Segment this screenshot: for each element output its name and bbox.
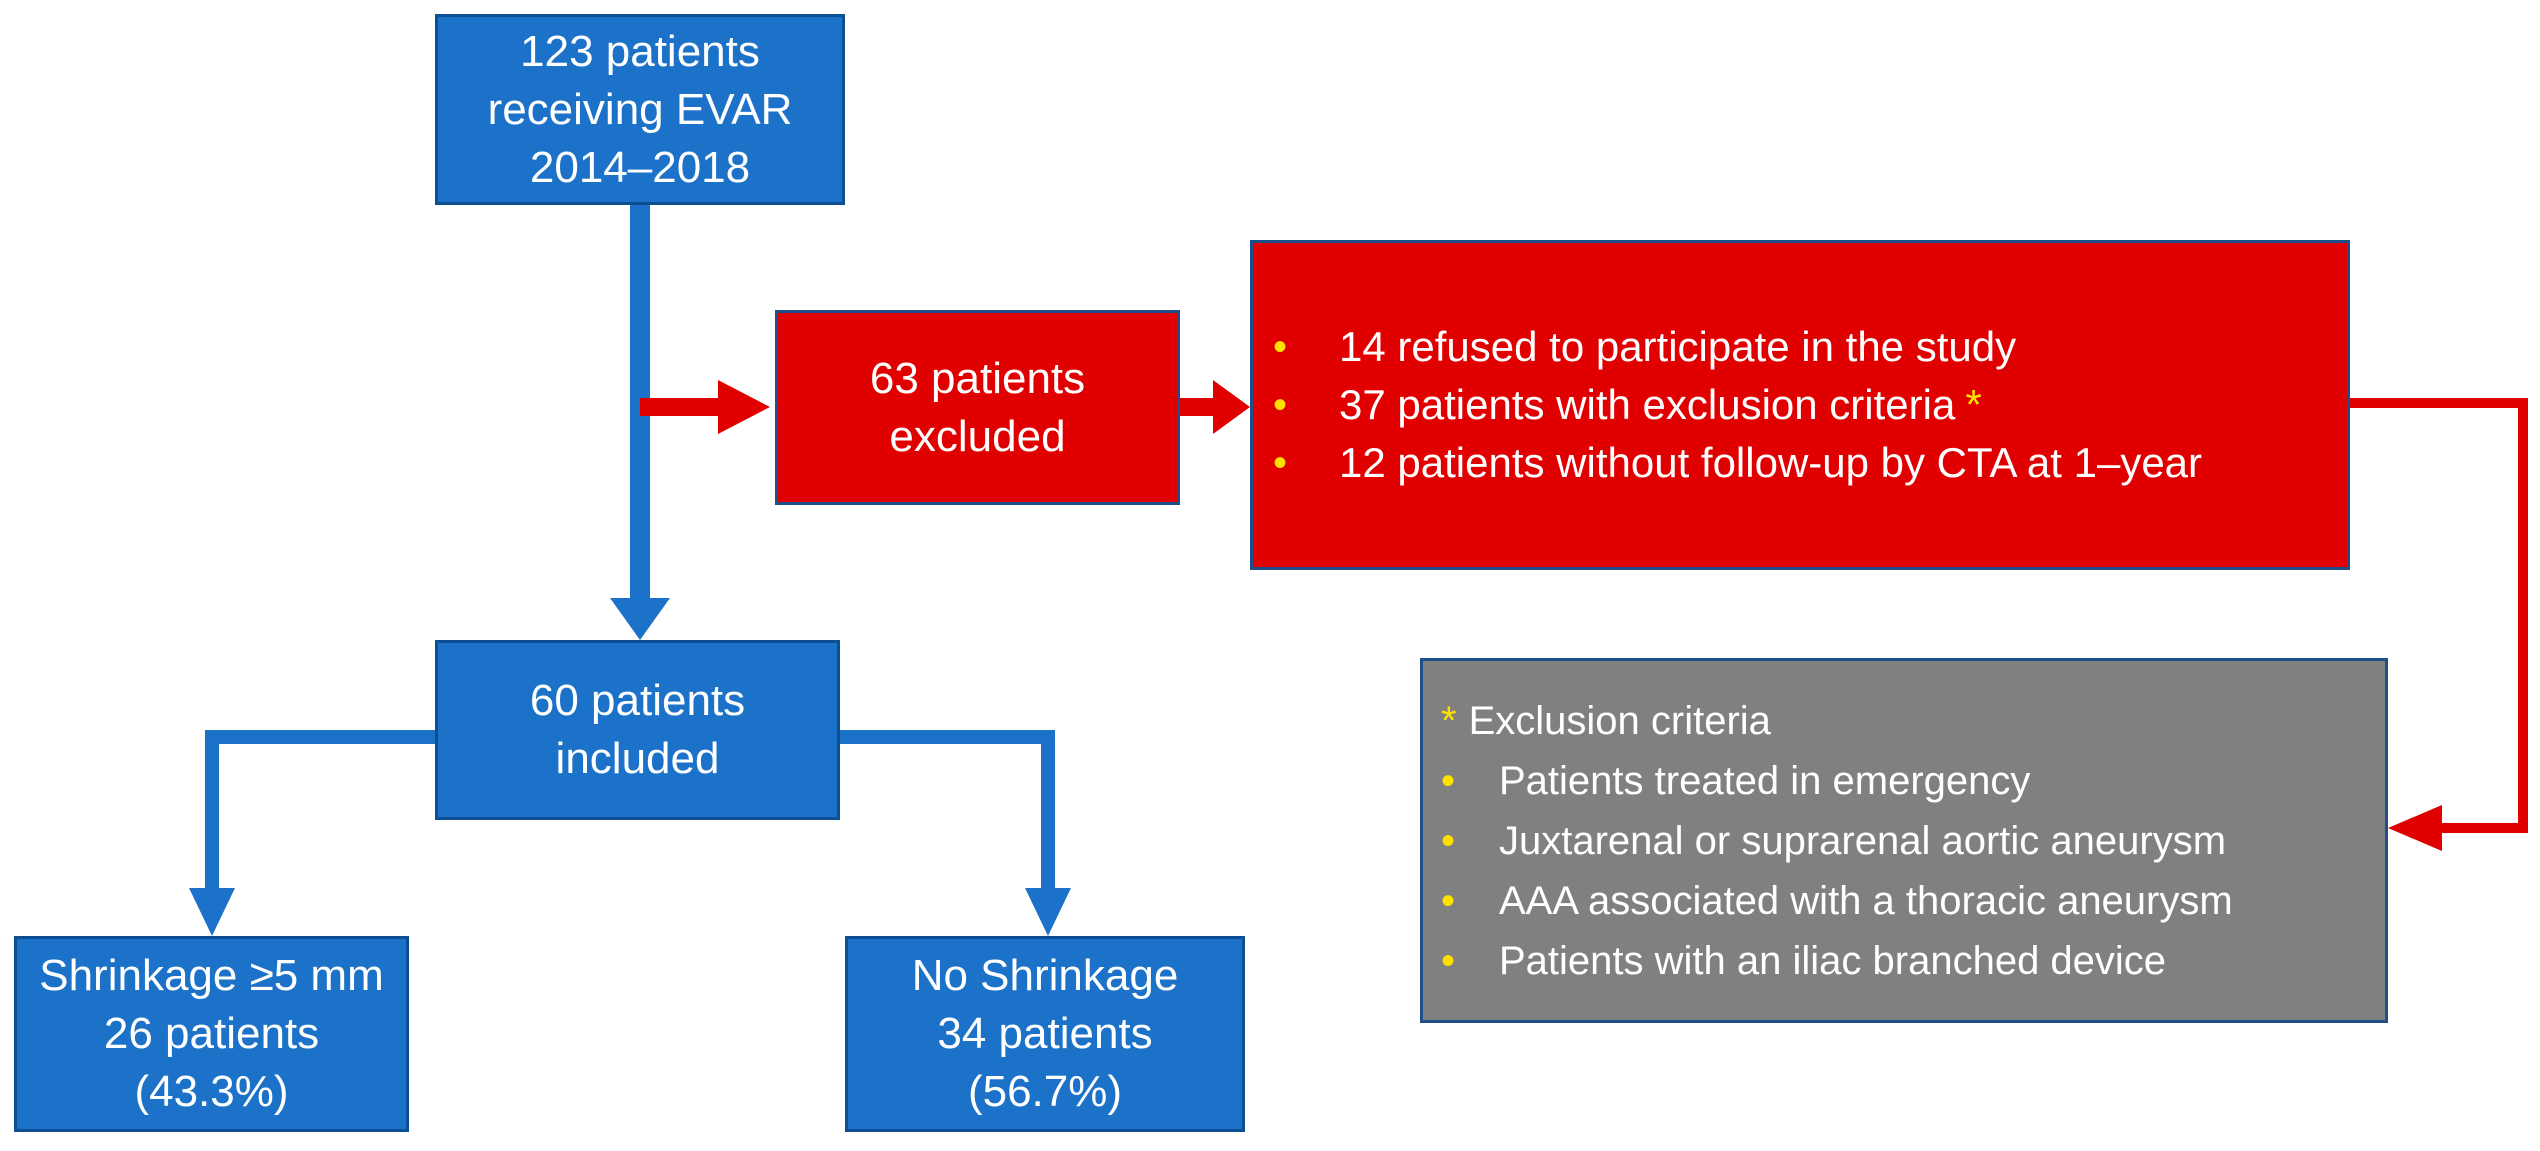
node-start-line-3: 2014–2018 <box>529 142 751 192</box>
bullet-icon: • <box>1441 878 1456 923</box>
node-exclusion-criteria: * Exclusion criteria • Patients treated … <box>1420 658 2388 1023</box>
reason-item: • 37 patients with exclusion criteria * <box>1273 376 2347 434</box>
arrow-included-to-no-shrinkage <box>840 730 1071 936</box>
bullet-icon: • <box>1273 441 1288 485</box>
arrow-start-to-included <box>610 205 670 640</box>
arrow-reasons-to-criteria <box>2350 398 2528 851</box>
asterisk-icon: * <box>1441 698 1457 743</box>
node-included: 60 patients included <box>435 640 840 820</box>
criteria-title: * Exclusion criteria <box>1441 691 2385 751</box>
node-no-shrinkage-line-3: (56.7%) <box>967 1067 1123 1116</box>
node-excluded: 63 patients excluded <box>775 310 1180 505</box>
node-shrinkage: Shrinkage ≥5 mm 26 patients (43.3%) <box>14 936 409 1132</box>
arrow-included-to-shrinkage <box>189 730 435 936</box>
node-shrinkage-line-1: Shrinkage ≥5 mm <box>39 951 384 1000</box>
node-start-line-1: 123 patients <box>520 26 760 76</box>
node-shrinkage-line-2: 26 patients <box>103 1009 320 1058</box>
node-included-line-1: 60 patients <box>529 676 746 725</box>
node-no-shrinkage-line-1: No Shrinkage <box>911 951 1179 1000</box>
node-no-shrinkage: No Shrinkage 34 patients (56.7%) <box>845 936 1245 1132</box>
criteria-item: • Juxtarenal or suprarenal aortic aneury… <box>1441 811 2385 871</box>
criteria-title-text: Exclusion criteria <box>1468 698 1771 743</box>
node-excluded-line-2: excluded <box>889 411 1066 461</box>
node-exclusion-reasons: • 14 refused to participate in the study… <box>1250 240 2350 570</box>
criteria-item: • Patients with an iliac branched device <box>1441 931 2385 991</box>
reason-text: 12 patients without follow-up by CTA at … <box>1339 439 2203 486</box>
bullet-icon: • <box>1273 325 1288 369</box>
bullet-icon: • <box>1441 758 1456 803</box>
criteria-text: Patients with an iliac branched device <box>1499 938 2167 983</box>
criteria-text: Patients treated in emergency <box>1499 758 2031 803</box>
node-included-line-2: included <box>555 734 720 783</box>
reason-text: 37 patients with exclusion criteria <box>1339 381 1956 428</box>
node-shrinkage-line-3: (43.3%) <box>134 1067 289 1116</box>
node-start-line-2: receiving EVAR <box>487 84 793 134</box>
criteria-text: AAA associated with a thoracic aneurysm <box>1499 878 2233 923</box>
arrow-to-excluded <box>640 380 770 434</box>
reason-item: • 14 refused to participate in the study <box>1273 318 2347 376</box>
reason-item: • 12 patients without follow-up by CTA a… <box>1273 434 2347 492</box>
criteria-text: Juxtarenal or suprarenal aortic aneurysm <box>1499 818 2227 863</box>
bullet-icon: • <box>1441 818 1456 863</box>
node-start: 123 patients receiving EVAR 2014–2018 <box>435 14 845 205</box>
criteria-item: • Patients treated in emergency <box>1441 751 2385 811</box>
reason-text: 14 refused to participate in the study <box>1339 323 2017 370</box>
node-excluded-line-1: 63 patients <box>869 353 1086 403</box>
bullet-icon: • <box>1441 938 1456 983</box>
criteria-item: • AAA associated with a thoracic aneurys… <box>1441 871 2385 931</box>
asterisk-icon: * <box>1965 381 1982 428</box>
arrow-excluded-to-reasons <box>1180 380 1250 434</box>
bullet-icon: • <box>1273 383 1288 427</box>
node-no-shrinkage-line-2: 34 patients <box>937 1009 1153 1058</box>
